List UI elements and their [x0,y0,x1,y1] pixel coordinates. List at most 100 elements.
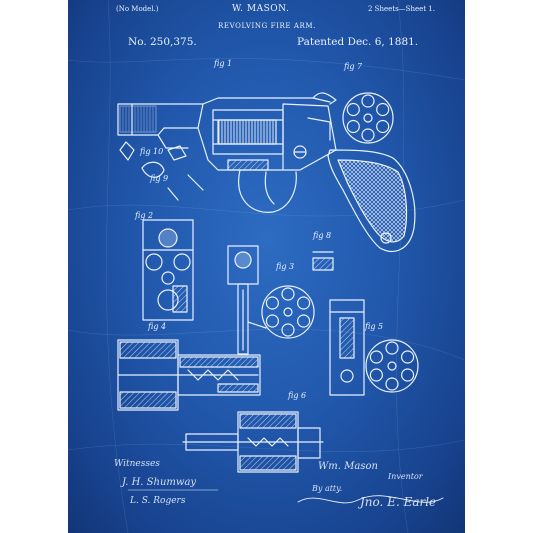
fig4-frame-hatch [179,356,259,368]
latch-lever [187,174,204,191]
grip-checkering [337,159,408,243]
frame-base-hatch [227,159,269,171]
fig5-hatch [339,317,355,359]
figure-label-3: fig 3 [276,262,295,271]
inventor-label: Inventor [388,472,423,481]
chamber [385,377,399,391]
chamber [361,94,375,108]
chamber [281,287,295,301]
witness-signature-2: L. S. Rogers [130,496,186,506]
trigger-guard [238,169,297,213]
blueprint-sheet: (No Model.) W. MASON. 2 Sheets—Sheet 1. … [68,0,465,533]
figure-label-2: fig 2 [135,211,154,220]
inventor-heading: W. MASON. [232,4,290,14]
latch-part [167,145,187,161]
fig4-hatch-top [119,341,177,359]
fig6-spring [247,437,289,447]
patent-number: No. 250,375. [128,36,197,48]
cylinder-flutes [217,119,277,145]
fig2-cylinder-front [142,219,194,321]
fig4-spring [187,369,239,381]
attorney-signature: Jno. E. Earle [360,495,437,509]
fig2-hatch [172,285,188,313]
chamber [376,119,390,134]
witness-signature-1: J. H. Shumway [122,477,197,488]
figure-label-8: fig 8 [313,231,332,240]
attorney-label: By atty. [312,484,343,493]
ejector-rod [157,134,189,149]
fig4-section [117,339,261,411]
figure-label-9: fig 9 [150,174,169,183]
wheel-lever [247,321,267,329]
fig6-barrel [185,433,239,451]
fig2-outline [142,219,194,321]
wheel-center [387,361,397,371]
fig4-hatch-bottom [119,391,177,409]
figure-label-1: fig 1 [214,59,233,68]
grip-screw [380,232,392,244]
fig6-hatch-top [239,413,297,429]
fig10-part [119,141,135,161]
fig3-chamber [234,251,252,269]
chamber [369,368,383,382]
chamber [376,102,390,117]
fig4-frame [177,354,261,396]
sheet-note: 2 Sheets—Sheet 1. [368,5,435,13]
fig6-hatch-bottom [239,455,297,471]
chamber [158,228,178,248]
witnesses-label: Witnesses [114,459,160,469]
fig1-revolver [117,92,416,252]
fig5-frame [329,299,365,396]
hand-spring [307,117,331,141]
fig5-wheel [365,339,419,393]
figure-label-6: fig 6 [288,391,307,400]
figure-label-4: fig 4 [148,322,167,331]
figure-label-10: fig 10 [140,147,164,156]
chamber [265,314,279,328]
patent-drawing [117,92,444,504]
center-pin [161,271,175,285]
fig9-pin [167,187,179,201]
patent-title: REVOLVING FIRE ARM. [218,22,316,30]
inventor-signature: Wm. Mason [318,461,378,472]
chamber [346,119,360,134]
fig9-part [141,161,165,178]
fig3-rod [237,283,249,355]
fig8-block [312,257,334,271]
fig7-cylinder-face [342,92,394,144]
fig5-pin [340,369,354,383]
cylinder-rim [342,92,394,144]
chamber [297,314,311,328]
fig3-wheel [247,285,315,339]
chamber [361,128,375,142]
hammer-spur [312,92,337,105]
figure-label-7: fig 7 [344,62,363,71]
patent-date: Patented Dec. 6, 1881. [297,36,419,48]
fig5-latch [329,299,365,396]
fig4-base-hatch [217,383,259,393]
trigger [264,171,275,205]
wheel-center [283,307,293,317]
chamber [369,350,383,364]
wheel-rim [365,339,419,393]
fig3-extractor [227,245,259,355]
fig6-section [182,411,324,473]
chamber [346,102,360,117]
signature-flourish [297,495,444,504]
model-note: (No Model.) [116,5,159,13]
frame-body [282,103,337,171]
chamber [281,323,295,337]
chamber [265,296,279,310]
chamber [173,253,191,271]
grip-outline [327,149,416,252]
chamber [297,296,311,310]
chamber [401,368,415,382]
fig8-part [312,251,334,271]
top-strap [202,97,331,105]
fig6-recoil [297,427,321,459]
chamber [145,253,163,271]
wheel-rim [261,285,315,339]
chamber [401,350,415,364]
cylinder-center [363,113,373,123]
figure-label-5: fig 5 [365,322,384,331]
